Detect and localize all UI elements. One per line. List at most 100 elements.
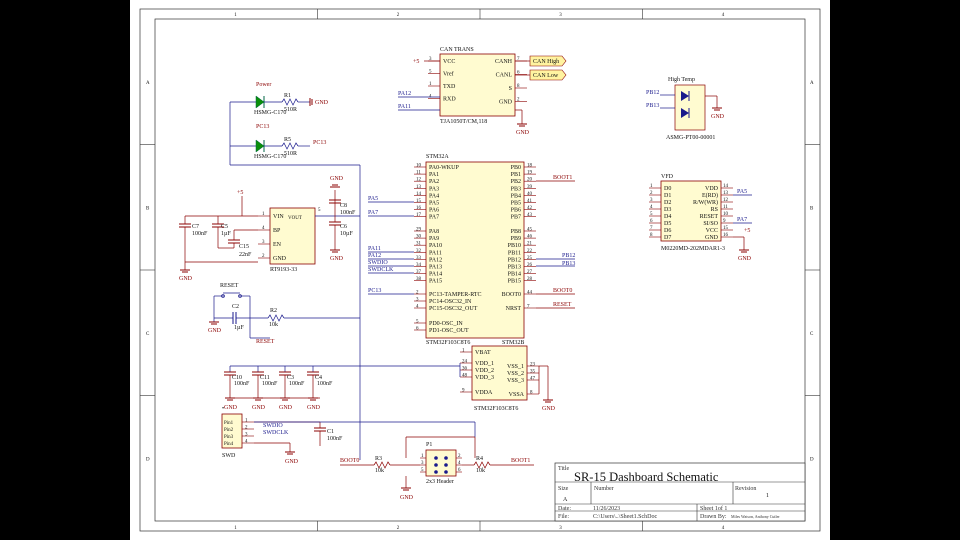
svg-text:R4: R4 xyxy=(476,456,483,462)
svg-text:GND: GND xyxy=(330,176,344,182)
pin-number: 3 xyxy=(650,198,653,203)
svg-text:100nF: 100nF xyxy=(340,210,356,216)
cap-c15: C15 22nF xyxy=(228,229,258,258)
mcu-pin-name: PA5 xyxy=(429,201,439,207)
svg-text:BOOT1: BOOT1 xyxy=(511,458,530,464)
mcu-pin-name: PA11 xyxy=(429,250,442,256)
pin-name: D2 xyxy=(664,200,671,206)
mcu-pin-number: 25 xyxy=(527,256,533,261)
svg-text:RESET: RESET xyxy=(553,302,572,308)
pin-number: 3 xyxy=(429,57,432,62)
reset-circuit: RESET C2 1µF R2 10k RESET GND xyxy=(208,283,360,345)
svg-text:ASMG-PT00-00001: ASMG-PT00-00001 xyxy=(666,135,715,141)
zone-row-label: A xyxy=(146,81,150,86)
pin-number: 6 xyxy=(650,219,653,224)
svg-text:RESET: RESET xyxy=(256,339,275,345)
mcu-pin-name: PB9 xyxy=(511,236,521,242)
regulator-pin-name: VIN xyxy=(273,214,284,220)
svg-text:VFD: VFD xyxy=(661,174,674,180)
swd-pin-number: 2 xyxy=(245,426,248,431)
svg-text:BOOT0: BOOT0 xyxy=(340,458,359,464)
mcu-pin-name: PB0 xyxy=(511,165,521,171)
mcu-pin-number: 38 xyxy=(416,277,422,282)
decoupling-caps: C10100nFGNDC11100nFGNDC3100nFGNDC4100nFG… xyxy=(224,365,360,411)
can-body xyxy=(439,53,516,117)
mcu-pin-name: PA13 xyxy=(429,265,442,271)
swd-pin-number: 1 xyxy=(245,419,248,424)
svg-text:GND: GND xyxy=(285,459,299,465)
svg-text:PB12: PB12 xyxy=(562,253,575,259)
svg-text:BOOT0: BOOT0 xyxy=(553,288,572,294)
svg-text:High Temp: High Temp xyxy=(668,77,695,83)
mcu-b-pin-number: 1 xyxy=(462,349,465,354)
zone-col-label: 3 xyxy=(559,13,562,18)
svg-text:GND: GND xyxy=(179,276,193,282)
svg-text:SWDCLK: SWDCLK xyxy=(263,430,289,436)
mcu-pin-name: PC15-OSC32_OUT xyxy=(429,306,478,312)
pin-name: S xyxy=(509,86,512,92)
mcu-pin-number: 6 xyxy=(416,327,419,332)
pin-number: 2 xyxy=(517,98,520,103)
svg-text:+5: +5 xyxy=(237,190,243,196)
mcu-pin-number: 34 xyxy=(416,263,422,268)
svg-text:PB13: PB13 xyxy=(562,261,575,267)
mcu-pin-name: PA4 xyxy=(429,193,439,199)
mcu-pin-name: PB8 xyxy=(511,229,521,235)
pin-name: Vref xyxy=(443,71,454,78)
can-title: CAN TRANS xyxy=(440,47,474,53)
decoupling-cap-value: 100nF xyxy=(234,381,250,387)
zone-row-label: B xyxy=(146,206,150,211)
svg-text:PA5: PA5 xyxy=(737,189,747,195)
svg-text:C6: C6 xyxy=(340,224,347,230)
svg-text:R2: R2 xyxy=(270,308,277,314)
mcu-b-pin-name: VBAT xyxy=(475,350,491,356)
mcu-b-pin-number: 9 xyxy=(462,389,465,394)
svg-text:5: 5 xyxy=(318,208,321,213)
regulator-pin-name: BP xyxy=(273,228,281,234)
mcu-pin-number: 44 xyxy=(527,291,533,296)
regulator-pin-number: 2 xyxy=(262,254,265,259)
svg-text:Sheet 1of 1: Sheet 1of 1 xyxy=(700,505,727,512)
svg-text:C15: C15 xyxy=(239,244,249,250)
mcu-pin-name: PB13 xyxy=(508,265,521,271)
pin-number: 14 xyxy=(723,184,729,189)
header-pin-number: 3 xyxy=(421,461,424,466)
reset-button-label: RESET xyxy=(220,283,239,289)
zone-row-label: C xyxy=(810,332,814,337)
led-pc13-label: PC13 xyxy=(256,124,269,130)
mcu-pin-name: PB6 xyxy=(511,208,521,214)
status-leds: Power R1 510R GND HSMG-C170 PC13 R5 510R… xyxy=(229,82,361,460)
mcu-pin-number: 13 xyxy=(416,185,422,190)
decoupling-gnd: GND xyxy=(252,405,266,411)
svg-text:1µF: 1µF xyxy=(234,325,244,331)
pin-number: 15 xyxy=(723,226,729,231)
svg-text:M0220MD-202MDAR1-3: M0220MD-202MDAR1-3 xyxy=(661,246,725,252)
mcu-pin-name: PA8 xyxy=(429,229,439,235)
decoupling-cap-label: C10 xyxy=(232,375,242,381)
mcu-b-pin-name: VDDA xyxy=(475,390,493,396)
svg-text:SWD: SWD xyxy=(222,453,236,459)
svg-text:22nF: 22nF xyxy=(239,252,252,258)
svg-text:GND: GND xyxy=(208,328,222,334)
svg-text:SWDIO: SWDIO xyxy=(368,260,388,266)
zone-row-label: B xyxy=(810,206,814,211)
vfd-display: VFD M0220MD-202MDAR1-3 D01D12D23D34D45D5… xyxy=(649,174,752,262)
svg-text:VOUT: VOUT xyxy=(288,216,302,221)
swd-pin-number: 3 xyxy=(245,433,248,438)
zone-col-label: 2 xyxy=(397,13,400,18)
mcu-b-pin-name: VDD_1 xyxy=(475,361,494,367)
svg-text:11/26/2023: 11/26/2023 xyxy=(593,506,620,512)
r1-resistor-icon xyxy=(281,98,299,106)
svg-text:510R: 510R xyxy=(284,151,297,157)
mcu-b-pin-name: VDD_2 xyxy=(475,368,494,374)
pin-number: 7 xyxy=(517,57,520,62)
decoupling-cap-value: 100nF xyxy=(289,381,305,387)
mcu-pin-name: PB12 xyxy=(508,257,521,263)
mcu-pin-number: 42 xyxy=(527,206,533,211)
cap-c6: C6 10µF GND xyxy=(329,216,353,262)
swd-pin-name: Pin4 xyxy=(224,442,234,447)
mcu-pin-name: PB11 xyxy=(508,250,521,256)
can-transceiver: CAN TRANS TJA1050T/CM,118 VCC3Vref5TXD1R… xyxy=(398,47,567,136)
